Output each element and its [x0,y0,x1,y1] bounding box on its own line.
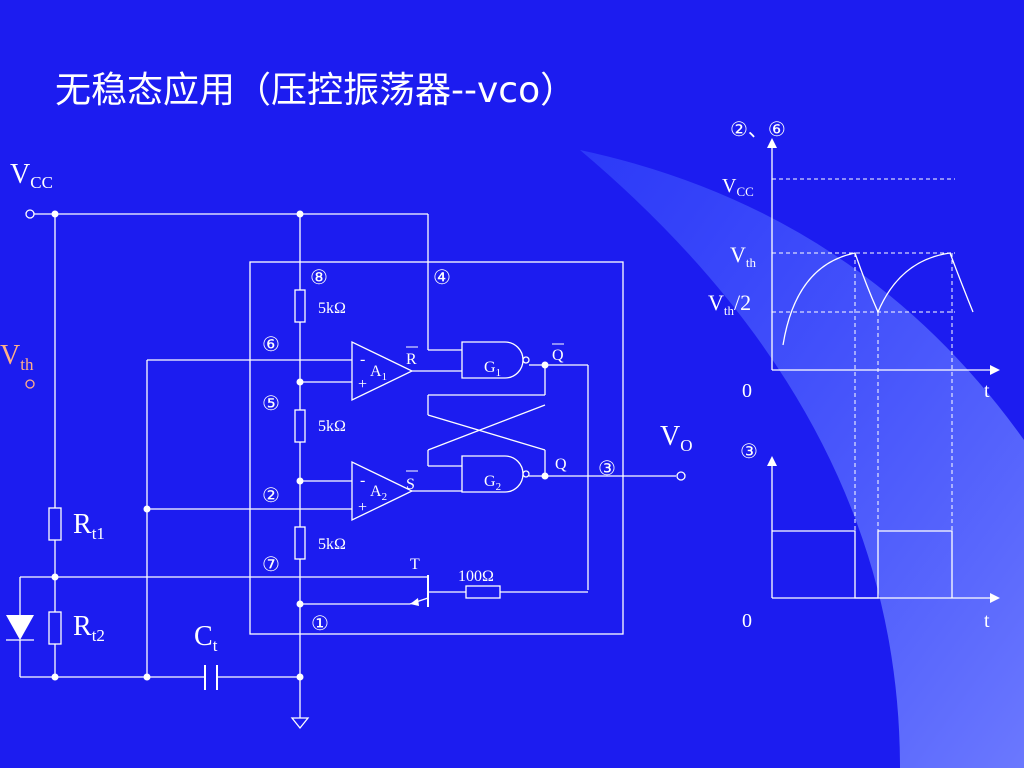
capacitor-voltage-curve [782,252,974,346]
divider-resistor-2 [294,409,306,443]
wave1-pins-label: ②、⑥ [730,119,786,141]
wave1-origin-label: 0 [742,380,752,402]
base-res-value: 100Ω [458,568,494,585]
wave1-t-label: t [984,380,990,402]
output-square-wave [772,530,953,599]
base-resistor [465,585,501,599]
r-bar-label: R [406,351,417,368]
decorative-beam [580,150,1024,768]
vo-terminal [676,471,686,481]
pin-7-label: ⑦ [262,554,280,576]
vth-terminal [25,379,35,389]
vcc-terminal [25,209,35,219]
a2-label: A2 [370,483,387,503]
pin-2-label: ② [262,485,280,507]
q-label: Q [555,456,567,473]
a1-minus: - [360,351,365,368]
comparator-a1 [351,340,414,402]
label-vcc: VCC [10,159,53,192]
wave-vth-label: Vth [730,242,757,270]
label-rt1: Rt1 [73,509,105,543]
ic-555-boundary [249,261,624,635]
wave2-origin-label: 0 [742,610,752,632]
rt2-resistor [48,611,62,645]
pin-1-label: ① [311,613,329,635]
a1-label: A1 [370,363,387,383]
a1-plus: + [358,376,367,393]
wave-vcc-label: VCC [722,175,754,199]
circuit-labels: VCC Vth Rt1 Rt2 Ct VO ⑧ ④ ⑥ ⑤ ② ⑦ ① ③ 5k… [0,159,693,655]
comparator-a2 [351,460,414,522]
diode-icon [6,615,34,640]
g1-label: G1 [484,359,501,379]
s-bar-label: S [406,476,415,493]
wave-vth-half-label: Vth/2 [708,290,751,318]
res-value-3: 5kΩ [318,536,346,553]
circuit [6,209,686,730]
g2-label: G2 [484,473,501,493]
pin-4-label: ④ [433,267,451,289]
waveforms: ②、⑥ VCC Vth Vth/2 0 t ③ 0 t [708,119,1000,632]
wave2-pin-label: ③ [740,441,758,463]
divider-resistor-3 [294,526,306,560]
label-vo: VO [660,421,693,455]
pin-3-label: ③ [598,458,616,480]
a2-plus: + [358,499,367,516]
divider-resistor-1 [294,289,306,323]
label-ct: Ct [194,621,218,655]
res-value-2: 5kΩ [318,418,346,435]
pin-6-label: ⑥ [262,334,280,356]
pin-8-label: ⑧ [310,267,328,289]
label-rt2: Rt2 [73,611,105,645]
pin-5-label: ⑤ [262,393,280,415]
slide-title: 无稳态应用（压控振荡器--vco） [55,70,576,111]
res-value-1: 5kΩ [318,300,346,317]
rt1-resistor [48,507,62,541]
transistor-label: T [410,556,420,573]
label-vth: Vth [0,340,34,374]
q-bar-label: Q [552,347,564,364]
ground-icon [290,717,310,730]
a2-minus: - [360,472,365,489]
wave2-t-label: t [984,610,990,632]
